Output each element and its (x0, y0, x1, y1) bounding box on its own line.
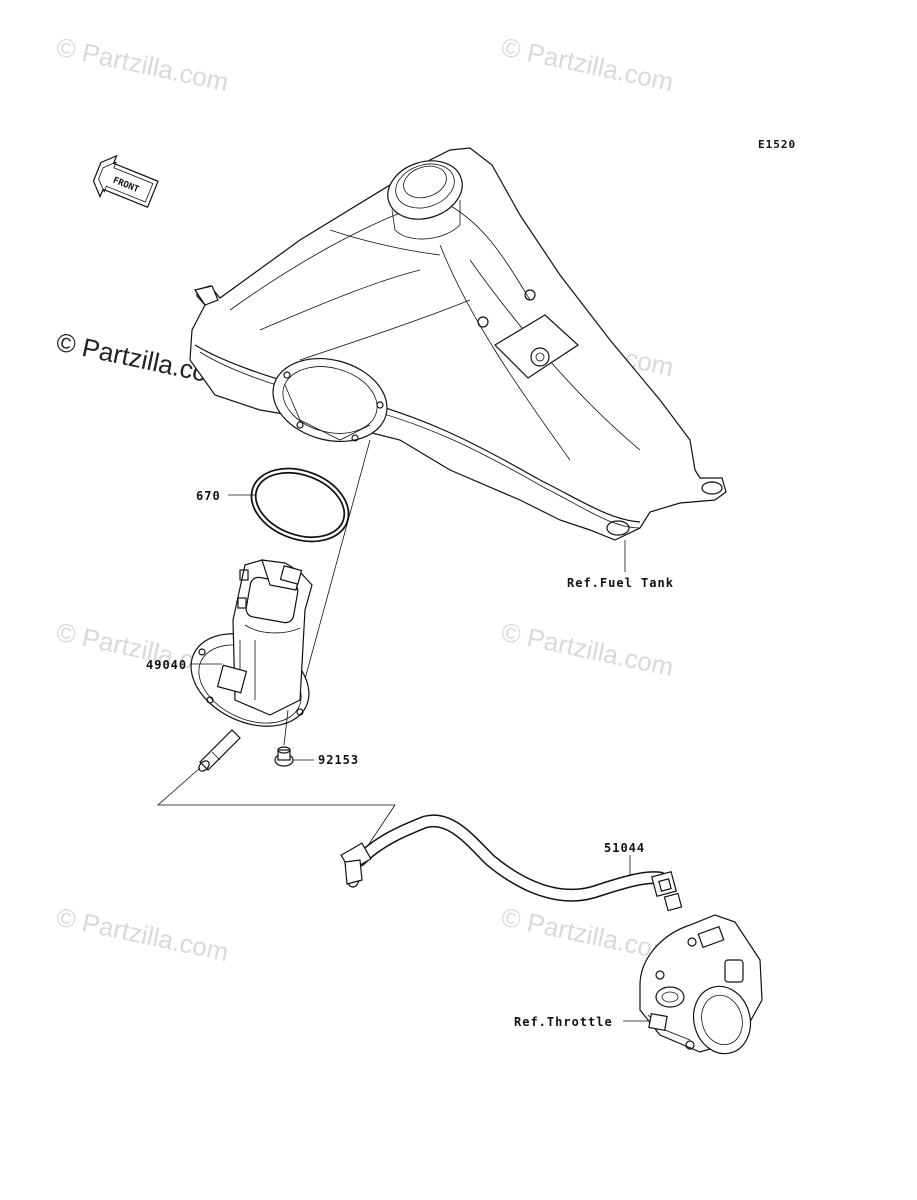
fuel-hose (340, 814, 683, 912)
gasket-ring (250, 467, 350, 543)
watermark: © Partzilla.com (54, 902, 232, 968)
connection-line (156, 767, 396, 851)
alignment-line (283, 709, 289, 746)
fuel-pump (190, 559, 313, 772)
ref-throttle-label: Ref.Throttle (514, 1015, 613, 1029)
part-number-92153: 92153 (318, 753, 359, 767)
diagram-code: E1520 (758, 138, 796, 151)
watermark: © Partzilla.com (499, 32, 677, 98)
part-number-51044: 51044 (604, 841, 645, 855)
part-number-670: 670 (196, 489, 221, 503)
watermark: © Partzilla.com (54, 32, 232, 98)
watermark: © Partzilla.com (499, 617, 677, 683)
throttle-body (639, 914, 763, 1055)
ref-fuel-tank-label: Ref.Fuel Tank (567, 576, 674, 590)
part-number-49040: 49040 (146, 658, 187, 672)
alignment-line (301, 439, 371, 691)
front-arrow-icon: FRONT (92, 154, 159, 208)
bolt (274, 746, 294, 767)
fuel-tank (189, 147, 727, 541)
